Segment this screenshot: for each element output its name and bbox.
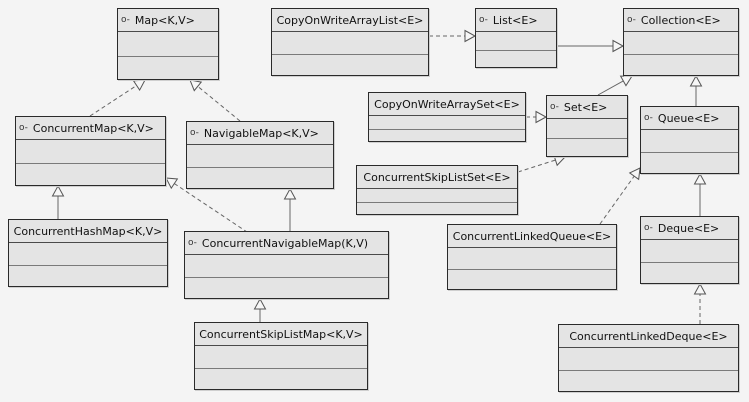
inheritance-arrowhead (612, 39, 625, 53)
relation-cslm-cnm (253, 297, 267, 322)
class-name: NavigableMap<K,V> (203, 126, 319, 140)
class-name: Set<E> (563, 100, 608, 114)
interface-icon: o- (550, 102, 559, 112)
relation-concurrentmap-map (89, 79, 146, 117)
class-name: Deque<E> (657, 221, 720, 235)
class-name: CopyOnWriteArrayList<E> (276, 13, 424, 27)
inheritance-arrowhead (619, 75, 633, 87)
class-box-collection[interactable]: o- Collection<E> (623, 8, 739, 76)
inheritance-arrowhead (51, 184, 65, 197)
class-box-cslm[interactable]: ConcurrentSkipListMap<K,V> (194, 322, 368, 390)
class-name: List<E> (492, 13, 538, 27)
relation-queue-collection (689, 74, 703, 106)
class-box-clq[interactable]: ConcurrentLinkedQueue<E> (447, 224, 617, 290)
class-name: ConcurrentHashMap<K,V> (13, 224, 163, 238)
class-box-map[interactable]: o- Map<K,V> (117, 8, 219, 80)
relation-cld-deque (693, 282, 707, 324)
class-box-csls[interactable]: ConcurrentSkipListSet<E> (356, 165, 518, 215)
inheritance-arrowhead (189, 79, 203, 92)
inheritance-arrowhead (253, 297, 267, 310)
inheritance-arrowhead (693, 172, 707, 185)
class-box-list[interactable]: o- List<E> (475, 8, 557, 68)
class-name: Queue<E> (657, 111, 720, 125)
class-box-cnm[interactable]: o- ConcurrentNavigableMap(K,V) (184, 231, 389, 299)
class-box-cowas[interactable]: CopyOnWriteArraySet<E> (368, 92, 526, 142)
relation-deque-queue (693, 172, 707, 216)
class-box-navigablemap[interactable]: o- NavigableMap<K,V> (186, 121, 334, 189)
class-box-deque[interactable]: o- Deque<E> (640, 216, 739, 284)
class-box-cowal[interactable]: CopyOnWriteArrayList<E> (271, 8, 429, 76)
class-box-concurrentmap[interactable]: o- ConcurrentMap<K,V> (15, 116, 166, 186)
class-name: Collection<E> (640, 13, 721, 27)
relation-cowal-list (429, 29, 477, 43)
relation-cowas-set (526, 110, 548, 124)
class-name: ConcurrentLinkedDeque<E> (569, 329, 728, 343)
interface-icon: o- (190, 128, 199, 138)
interface-icon: o- (644, 223, 653, 233)
interface-icon: o- (188, 238, 197, 248)
class-name: Map<K,V> (134, 13, 195, 27)
inheritance-arrowhead (689, 74, 703, 87)
relation-cnm-navigablemap (283, 187, 297, 231)
class-name: ConcurrentSkipListSet<E> (363, 170, 511, 184)
class-name: ConcurrentMap<K,V> (32, 121, 154, 135)
inheritance-arrowhead (165, 177, 179, 190)
inheritance-arrowhead (628, 167, 641, 181)
inheritance-arrowhead (535, 110, 548, 124)
interface-icon: o- (479, 15, 488, 25)
inheritance-arrowhead (693, 282, 707, 295)
class-name: CopyOnWriteArraySet<E> (374, 97, 520, 111)
relation-list-collection (557, 39, 625, 53)
interface-icon: o- (644, 113, 653, 123)
relation-chm-concurrentmap (51, 184, 65, 219)
inheritance-arrowhead (283, 187, 297, 200)
class-box-queue[interactable]: o- Queue<E> (640, 106, 739, 174)
relation-clq-queue (599, 167, 641, 225)
class-box-chm[interactable]: ConcurrentHashMap<K,V> (8, 219, 168, 287)
interface-icon: o- (627, 15, 636, 25)
interface-icon: o- (121, 15, 130, 25)
class-name: ConcurrentSkipListMap<K,V> (199, 327, 363, 341)
class-box-cld[interactable]: ConcurrentLinkedDeque<E> (558, 324, 739, 392)
relation-navigablemap-map (189, 79, 241, 122)
inheritance-arrowhead (464, 29, 477, 43)
interface-icon: o- (19, 123, 28, 133)
relation-cnm-concurrentmap (165, 177, 266, 245)
relation-set-collection (597, 75, 633, 96)
inheritance-arrowhead (132, 79, 146, 92)
class-name: ConcurrentLinkedQueue<E> (452, 229, 612, 243)
class-name: ConcurrentNavigableMap(K,V) (201, 236, 369, 250)
class-box-set[interactable]: o- Set<E> (546, 95, 628, 157)
